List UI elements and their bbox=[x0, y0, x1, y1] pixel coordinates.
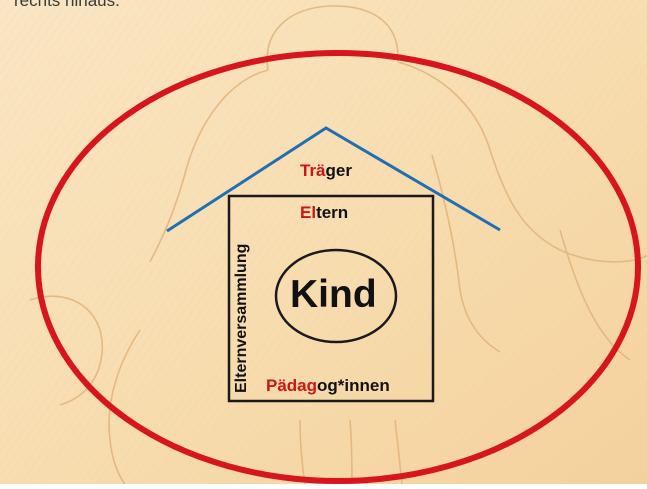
label-eltern: Eltern bbox=[300, 204, 348, 221]
cut-off-caption: rechts hinaus. bbox=[14, 0, 120, 9]
label-traeger-highlight: Trä bbox=[300, 161, 326, 180]
label-eltern-rest: tern bbox=[316, 203, 348, 222]
label-traeger: Träger bbox=[300, 162, 352, 179]
label-paedagoginnen: Pädagog*innen bbox=[266, 377, 390, 394]
label-kind: Kind bbox=[290, 275, 377, 314]
label-traeger-rest: ger bbox=[326, 161, 352, 180]
label-paedagoginnen-rest: og*innen bbox=[317, 376, 390, 395]
label-paedagoginnen-highlight: Pädag bbox=[266, 376, 317, 395]
label-eltern-highlight: El bbox=[300, 203, 316, 222]
label-elternversammlung: Elternversammlung bbox=[234, 244, 250, 393]
